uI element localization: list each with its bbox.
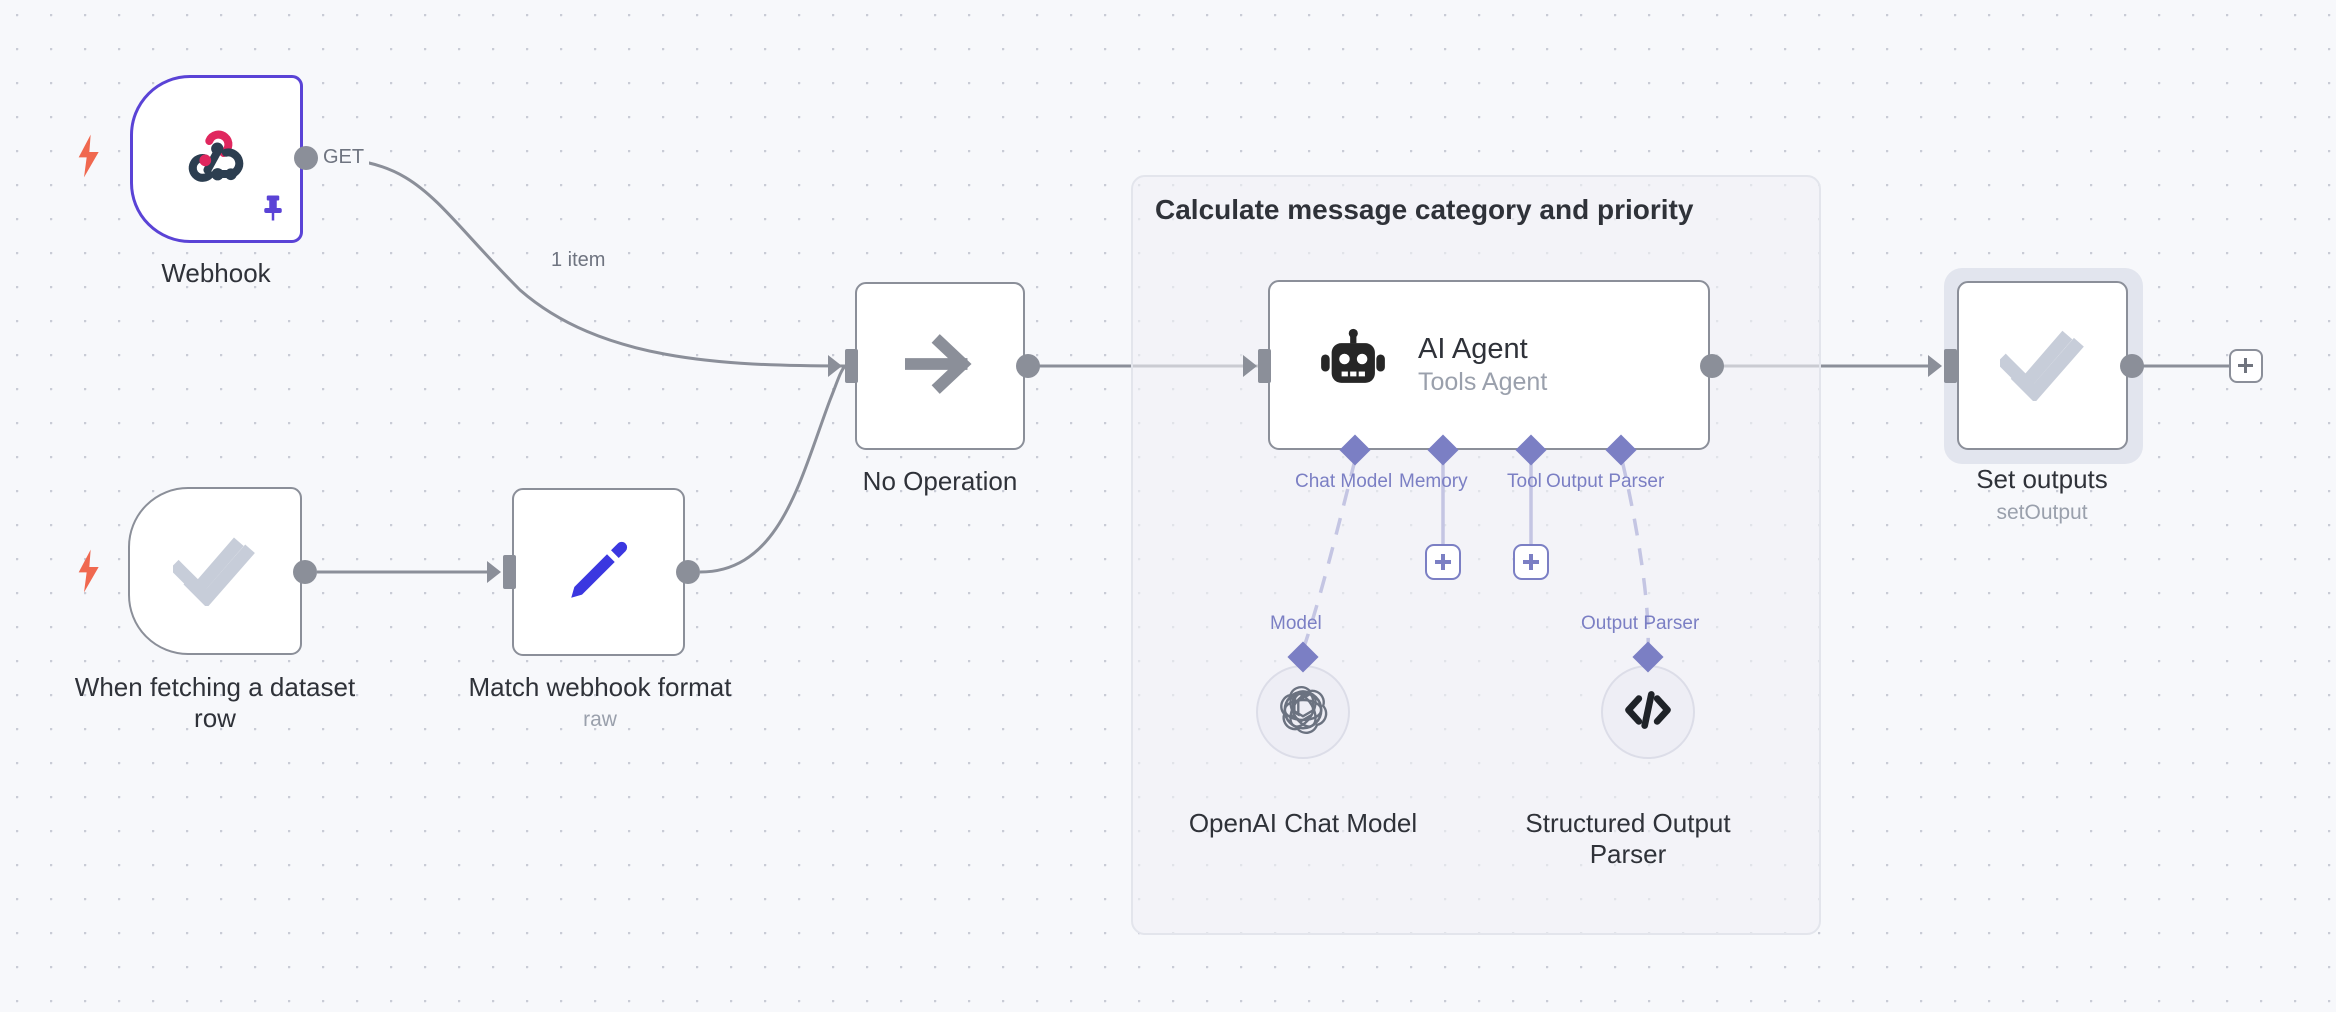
agent-port-label-chat-model: Chat Model [1295, 471, 1393, 492]
noop-input-connector[interactable] [845, 349, 858, 383]
node-label-match-webhook-format: Match webhook format [468, 672, 732, 702]
robot-icon [1316, 326, 1390, 405]
webhook-output-connector[interactable] [294, 146, 318, 170]
sub-connection-label-model: Model [1270, 613, 1322, 634]
noop-input-arrow [828, 355, 842, 377]
set-outputs-input-arrow [1928, 355, 1942, 377]
node-label-openai-chat-model: OpenAI Chat Model [1188, 808, 1418, 838]
node-no-operation[interactable] [855, 282, 1025, 450]
agent-port-label-tool: Tool [1507, 471, 1542, 492]
noop-output-connector[interactable] [1016, 354, 1040, 378]
node-label-webhook: Webhook [161, 258, 271, 288]
node-label-no-operation: No Operation [862, 466, 1018, 496]
node-when-fetching-a-dataset-row[interactable] [128, 487, 302, 655]
set-outputs-output-connector[interactable] [2120, 354, 2144, 378]
arrow-right-icon [904, 333, 975, 400]
agent-input-connector[interactable] [1258, 349, 1271, 383]
pencil-icon [562, 533, 636, 612]
node-openai-chat-model[interactable] [1256, 665, 1350, 759]
pin-icon[interactable] [260, 193, 286, 228]
group-title: Calculate message category and priority [1155, 194, 1694, 225]
webhook-icon [180, 120, 254, 199]
agent-output-connector[interactable] [1700, 354, 1724, 378]
match-webhook-input-arrow [487, 561, 501, 583]
dataset-output-connector[interactable] [293, 560, 317, 584]
edge-label-webhook-get: GET [318, 146, 370, 169]
code-brackets-icon [1621, 683, 1675, 742]
double-check-icon-set-outputs [1995, 325, 2086, 406]
node-structured-output-parser[interactable] [1601, 665, 1695, 759]
sub-connection-label-output-parser: Output Parser [1581, 613, 1700, 634]
node-sublabel-set-outputs: setOutput [1996, 501, 2088, 524]
double-check-icon [169, 532, 257, 611]
node-webhook[interactable] [130, 75, 303, 243]
node-label-set-outputs: Set outputs [1976, 464, 2108, 494]
agent-input-arrow [1243, 355, 1257, 377]
trigger-bolt-icon [72, 133, 104, 184]
node-ai-agent[interactable]: AI Agent Tools Agent [1268, 280, 1710, 450]
add-node-button[interactable] [2229, 349, 2263, 383]
agent-port-label-output-parser: Output Parser [1546, 471, 1665, 492]
add-memory-button[interactable] [1425, 544, 1461, 580]
agent-port-label-memory: Memory [1399, 471, 1468, 492]
node-label-when-fetching-a-dataset-row: When fetching a dataset row [74, 672, 356, 733]
node-sublabel-match-webhook-format: raw [583, 708, 617, 731]
openai-icon [1277, 684, 1329, 741]
trigger-bolt-icon-dataset [72, 548, 104, 599]
node-set-outputs[interactable] [1957, 281, 2128, 450]
match-webhook-input-connector[interactable] [503, 555, 516, 589]
set-outputs-input-connector[interactable] [1944, 349, 1957, 383]
match-webhook-output-connector[interactable] [676, 560, 700, 584]
edge-label-1-item: 1 item [546, 249, 611, 272]
node-match-webhook-format[interactable] [512, 488, 685, 656]
node-label-structured-output-parser: Structured Output Parser [1525, 808, 1731, 869]
node-sublabel-ai-agent: Tools Agent [1418, 368, 1548, 396]
add-tool-button[interactable] [1513, 544, 1549, 580]
node-label-ai-agent: AI Agent [1418, 333, 1528, 365]
